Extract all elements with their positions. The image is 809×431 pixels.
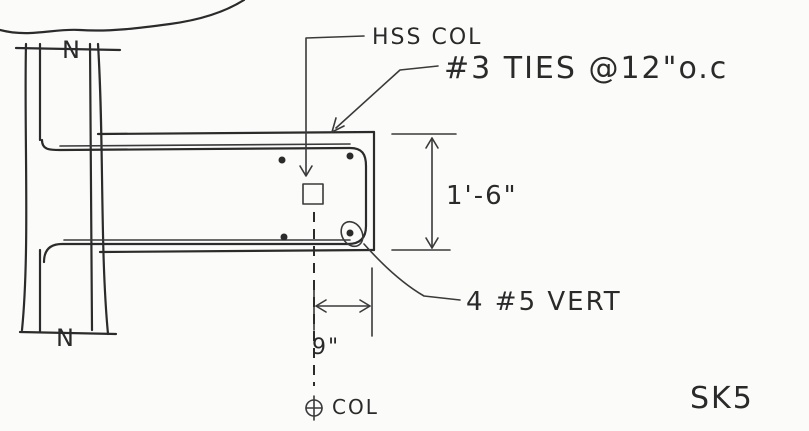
dim-offset-label: 9" xyxy=(312,335,340,360)
centerline-col-label: COL xyxy=(332,395,379,419)
revision-cloud xyxy=(0,0,246,35)
dim-arrow-top xyxy=(425,137,439,149)
ties-label: #3 TIES @12"o.c xyxy=(444,51,728,86)
ties-leader-arrow xyxy=(331,117,345,133)
wall-top-line xyxy=(14,46,122,52)
vert-bar-dot xyxy=(346,152,354,160)
tie-top xyxy=(40,138,368,264)
pilaster-bottom-edge xyxy=(98,248,376,254)
vert-bar-dot xyxy=(278,156,286,164)
wall-mark-bottom: N xyxy=(56,324,76,352)
wall-bar-right xyxy=(88,42,94,332)
wall-inner-line xyxy=(96,42,110,336)
dim-height-label: 1'-6" xyxy=(446,181,518,211)
centerline-icon xyxy=(305,395,323,421)
dim9-arrow-left xyxy=(315,299,327,313)
vert-bar-dot xyxy=(280,233,288,241)
wall-outer-line xyxy=(20,42,28,332)
hss-leader xyxy=(305,35,365,175)
tie-top-second xyxy=(59,143,351,147)
wall-bottom-line xyxy=(18,330,118,336)
vert-bars-label: 4 #5 VERT xyxy=(466,287,622,317)
dim-arrow-bottom xyxy=(425,237,439,249)
dim9-arrow-right xyxy=(359,299,371,313)
vert-bar-dot xyxy=(346,229,354,237)
hss-col-label: HSS COL xyxy=(372,25,482,50)
vert-bar-callout-circle xyxy=(340,220,364,248)
wall-mark-top: N xyxy=(62,36,82,64)
hss-column-square xyxy=(302,183,324,205)
vert-leader xyxy=(363,243,461,301)
hss-leader-arrow xyxy=(299,165,313,177)
pilaster-top-edge xyxy=(96,130,376,136)
ties-leader xyxy=(335,65,439,129)
sheet-id-label: SK5 xyxy=(690,381,754,416)
